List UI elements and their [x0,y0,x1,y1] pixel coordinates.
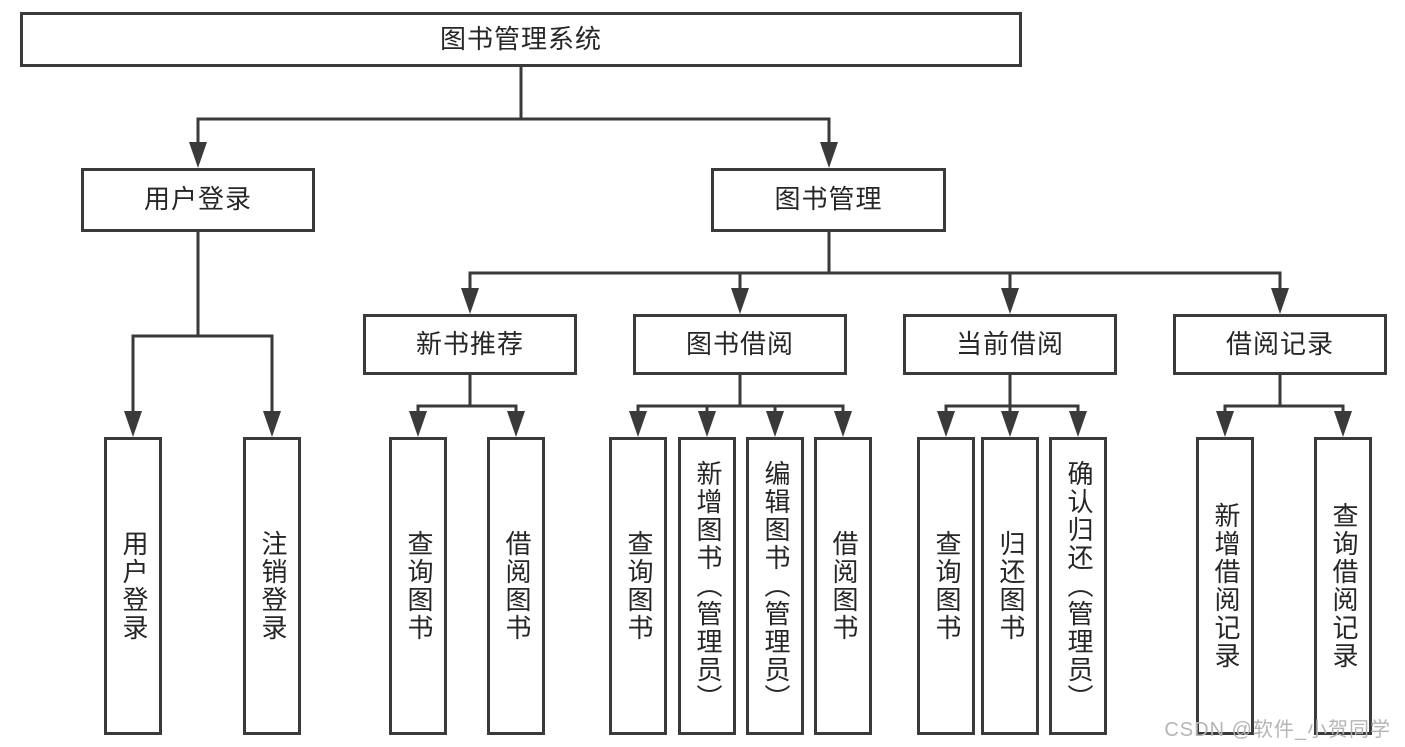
node-library-system: 图书管理系统 [20,12,1022,67]
leaf-borrow-books: 借阅图书 [814,437,872,735]
node-book-borrow: 图书借阅 [633,314,847,375]
node-user-login: 用户登录 [81,168,315,232]
leaf-confirm-return-admin: 确认归还（管理员） [1049,437,1107,735]
leaf-borrow-books-recommend: 借阅图书 [487,437,545,735]
leaf-add-books-admin: 新增图书（管理员） [678,437,736,735]
leaf-query-borrow-record: 查询借阅记录 [1314,437,1372,735]
leaf-edit-books-admin: 编辑图书（管理员） [746,437,804,735]
leaf-query-books-recommend: 查询图书 [389,437,447,735]
watermark: CSDN @软件_小贺同学 [1164,719,1391,741]
node-borrow-records: 借阅记录 [1173,314,1387,375]
leaf-return-books: 归还图书 [981,437,1039,735]
node-current-borrow: 当前借阅 [903,314,1117,375]
leaf-user-login: 用户登录 [104,437,162,735]
arrowheads [124,142,1352,437]
node-new-book-recommend: 新书推荐 [363,314,577,375]
node-book-management: 图书管理 [711,168,946,232]
leaf-query-books-current: 查询图书 [917,437,975,735]
leaf-query-books-borrow: 查询图书 [609,437,667,735]
leaf-add-borrow-record: 新增借阅记录 [1196,437,1254,735]
leaf-logout: 注销登录 [243,437,301,735]
